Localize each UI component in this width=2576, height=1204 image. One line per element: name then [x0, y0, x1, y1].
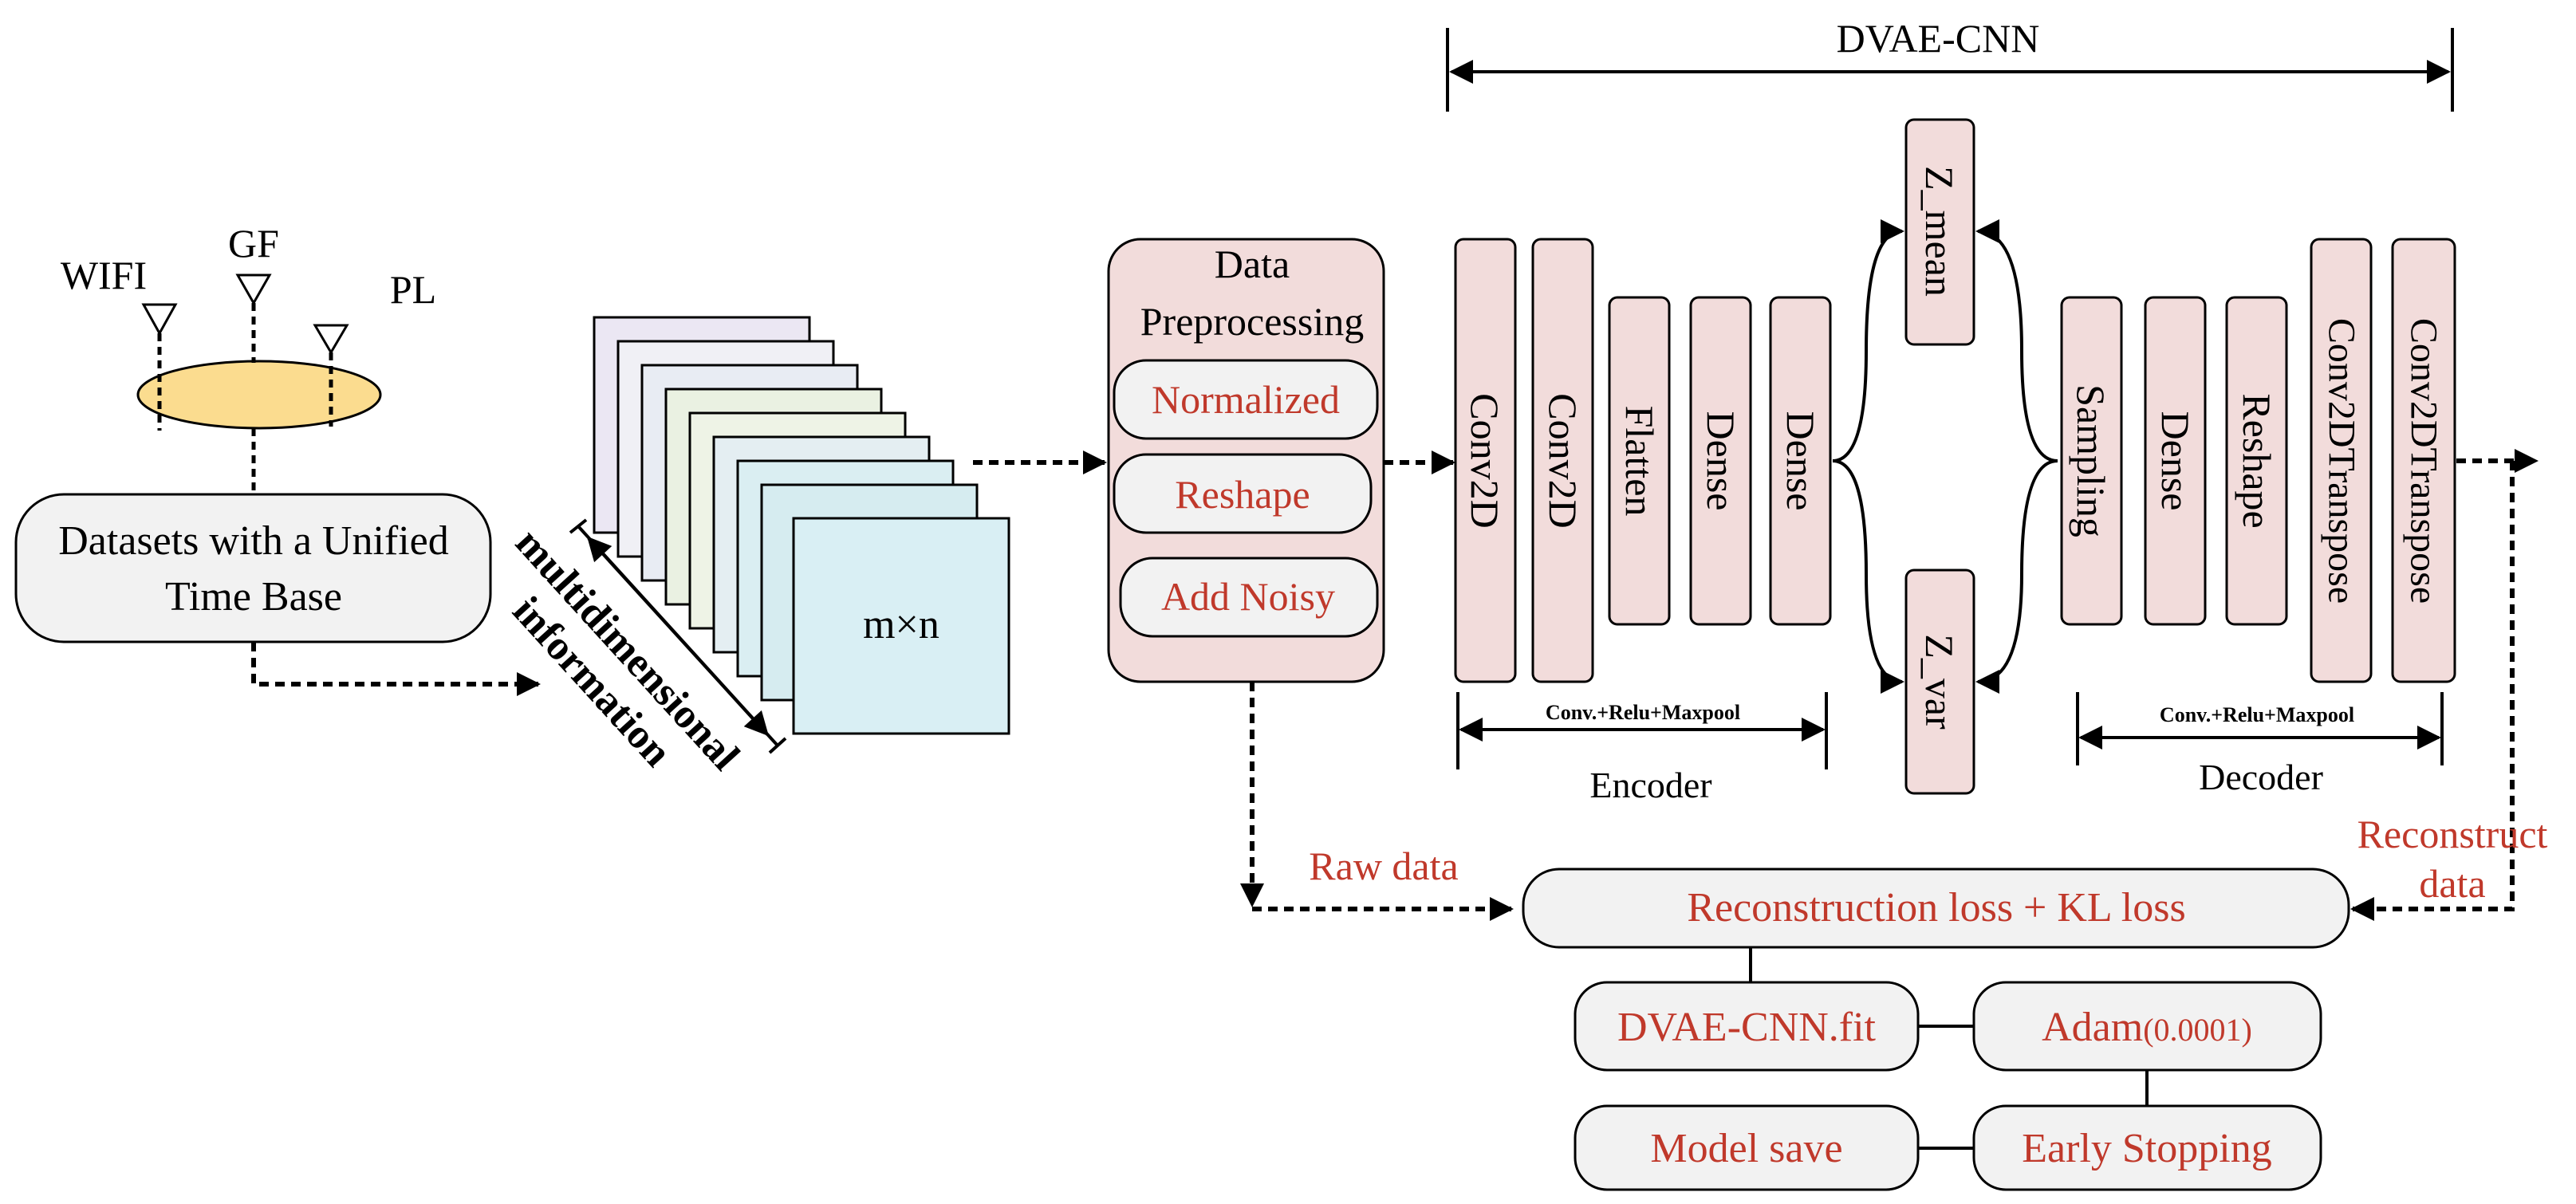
preprocessing-title-line2: Preprocessing [1140, 299, 1365, 344]
reshape-label: Reshape [1175, 472, 1310, 517]
zvar-to-sampling-arrow [1975, 459, 2058, 694]
encoder-layer-dense-2 [1769, 296, 1832, 626]
matrix-label: m×n [863, 602, 939, 647]
z-var-box [1904, 569, 1975, 795]
preprocessing-block: Data Preprocessing Normalized Reshape Ad… [1107, 238, 1385, 683]
decoder-layer-sampling [2060, 296, 2123, 626]
datasets-box: Datasets with a Unified Time Base [14, 493, 492, 643]
encoder-label: Encoder [1589, 765, 1711, 805]
svg-text:Conv2D: Conv2D [1541, 393, 1585, 528]
decoder-label: Decoder [2199, 757, 2323, 797]
encoder-block: Conv2D Conv2D Flatten Dense Dense Conv.+… [1454, 238, 1832, 805]
decoder-layer-conv2dtranspose-1 [2310, 238, 2373, 683]
early-stopping-label: Early Stopping [2022, 1126, 2271, 1171]
encoder-layer-conv2d-2 [1531, 238, 1594, 683]
loss-label: Reconstruction loss + KL loss [1687, 885, 2185, 931]
svg-text:Sampling: Sampling [2069, 384, 2113, 537]
add-noisy-step [1119, 557, 1379, 638]
svg-text:Dense: Dense [2153, 411, 2198, 511]
svg-text:Dense: Dense [1699, 411, 1743, 511]
loss-box [1522, 868, 2350, 949]
reconstruct-data-line2: data [2419, 861, 2485, 906]
svg-text:Dense: Dense [1778, 411, 1823, 511]
diagram-title: DVAE-CNN [1837, 16, 2040, 61]
encoder-to-zvar-arrow [1832, 459, 1904, 694]
encoder-layer-dense-1 [1689, 296, 1752, 626]
encoder-to-zmean-arrow [1832, 219, 1904, 462]
add-noisy-label: Add Noisy [1161, 574, 1335, 619]
normalized-step [1113, 359, 1379, 440]
svg-text:Z_mean: Z_mean [1917, 166, 1962, 297]
encoder-conv-note: Conv.+Relu+Maxpool [1546, 701, 1740, 724]
datasets-label-line1: Datasets with a Unified [58, 518, 449, 564]
svg-text:Conv2D: Conv2D [1463, 393, 1507, 528]
decoder-layer-reshape [2225, 296, 2288, 626]
early-stopping-box [1972, 1104, 2322, 1191]
datasets-label-line2: Time Base [165, 574, 342, 620]
gf-antenna-icon [235, 273, 272, 363]
z-mean-box [1904, 118, 1975, 346]
title-span: DVAE-CNN [1446, 16, 2454, 112]
wifi-antenna-icon [141, 303, 178, 431]
model-save-label: Model save [1650, 1126, 1842, 1171]
svg-text:Conv2DTranspose: Conv2DTranspose [2321, 318, 2363, 604]
sensor-group: WIFI GF PL [61, 221, 436, 494]
reshape-step [1113, 453, 1373, 534]
encoder-layer-flatten [1608, 296, 1671, 626]
unified-time-ellipse [136, 360, 382, 430]
reconstruct-return-arrow [2350, 461, 2515, 921]
reconstruct-data-line1: Reconstruct [2357, 812, 2548, 856]
svg-text:Flatten: Flatten [1617, 406, 1662, 517]
normalized-label: Normalized [1152, 377, 1340, 422]
fit-label: DVAE-CNN.fit [1617, 1005, 1877, 1050]
decoder-block: Sampling Dense Reshape Conv2DTranspose C… [2060, 238, 2456, 797]
svg-text:Z_var: Z_var [1917, 634, 1962, 730]
raw-data-label: Raw data [1309, 844, 1458, 888]
gf-label: GF [228, 221, 279, 266]
svg-text:Conv2DTranspose: Conv2DTranspose [2403, 318, 2445, 604]
adam-label: Adam(0.0001) [2042, 1005, 2252, 1050]
pl-label: PL [390, 267, 436, 312]
training-block: Reconstruction loss + KL loss DVAE-CNN.f… [1522, 868, 2350, 1191]
pl-antenna-icon [313, 324, 349, 427]
decoder-layer-conv2dtranspose-2 [2391, 238, 2456, 683]
preprocessing-title-line1: Data [1215, 242, 1290, 286]
wifi-label: WIFI [61, 253, 147, 297]
decoder-layer-dense [2144, 296, 2207, 626]
datasets-to-matrix-arrow [251, 642, 541, 696]
matrix-stack: m×n multidimensional information [504, 316, 1010, 779]
encoder-layer-conv2d-1 [1454, 238, 1517, 683]
latent-block: Z_mean Z_var [1832, 118, 2058, 795]
decoder-conv-note: Conv.+Relu+Maxpool [2160, 703, 2354, 726]
zmean-to-sampling-arrow [1975, 219, 2058, 462]
svg-text:Reshape: Reshape [2235, 393, 2279, 528]
